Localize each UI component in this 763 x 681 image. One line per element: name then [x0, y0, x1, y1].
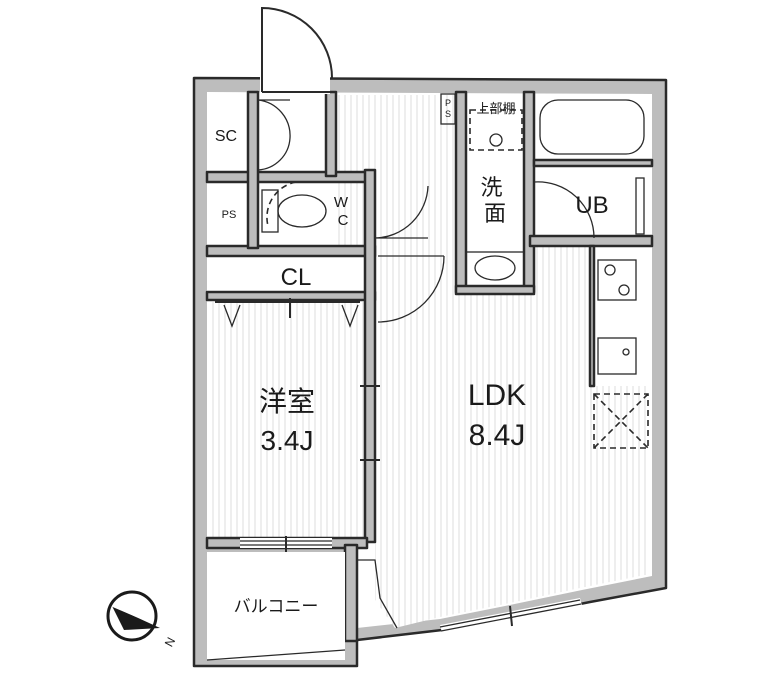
upper-shelf-label: 上部棚	[476, 102, 515, 117]
wall-ub-mid	[532, 158, 654, 168]
wash-basin	[474, 255, 516, 281]
balcony-label: バルコニー	[234, 597, 319, 617]
fridge-space	[593, 393, 649, 449]
wc-label-w: W	[334, 194, 349, 211]
ub-label: UB	[575, 192, 608, 219]
sc-label: SC	[215, 128, 237, 145]
shelf-basin	[489, 133, 503, 147]
wall-ps-left	[246, 90, 260, 250]
wc-label-c: C	[338, 212, 349, 229]
balcony-edge	[206, 649, 346, 661]
wall-balcony-right	[343, 543, 359, 643]
wall-kitchen-left	[588, 244, 596, 388]
entrance-door	[261, 6, 333, 92]
wall-wash-bottom	[454, 284, 536, 296]
compass-label: N	[162, 635, 178, 649]
upper-shelf-outline	[469, 109, 523, 151]
entrance-opening	[260, 76, 330, 94]
wc-door-swing	[266, 181, 297, 227]
closet-door-left	[223, 304, 241, 328]
wc-label: W C	[334, 194, 352, 229]
entrance-step	[357, 559, 398, 629]
ldk-floor	[375, 244, 650, 628]
closet-door-right	[341, 304, 359, 328]
wall-sc-bottom	[205, 170, 369, 184]
cl-label: CL	[281, 264, 312, 291]
wall-wash-left	[454, 90, 468, 294]
ps-label: PS	[222, 209, 237, 221]
ps-label-vertical-1: P	[445, 98, 451, 108]
wash-basin-counter	[465, 251, 525, 287]
washroom-label-1: 洗	[480, 176, 502, 201]
wall-wc-bottom	[205, 244, 377, 258]
wc-door	[374, 185, 429, 239]
sink	[597, 337, 637, 375]
ub-panel	[635, 177, 645, 235]
wall-wash-right	[522, 90, 536, 294]
wall-bed-right	[363, 168, 377, 544]
ps-box-top	[440, 93, 456, 125]
ldk-name: LDK	[468, 379, 526, 412]
bedroom-name: 洋室	[259, 385, 315, 418]
ldk-door	[377, 255, 445, 323]
toilet-bowl	[277, 194, 327, 228]
bathtub	[539, 99, 645, 155]
bedroom-size: 3.4J	[261, 425, 314, 456]
ub-door	[533, 181, 595, 239]
wall-ub-bottom	[528, 234, 654, 248]
ldk-size: 8.4J	[469, 419, 526, 452]
stove	[597, 259, 637, 301]
bedroom-floor	[209, 302, 365, 538]
washroom-label: 洗 面	[480, 176, 509, 227]
balcony	[207, 552, 345, 660]
sc-door	[257, 99, 291, 171]
north-arrow-icon	[106, 590, 160, 642]
ps-label-vertical-2: S	[445, 109, 451, 119]
wall-sc-right	[324, 90, 338, 178]
washroom-label-2: 面	[484, 202, 506, 227]
